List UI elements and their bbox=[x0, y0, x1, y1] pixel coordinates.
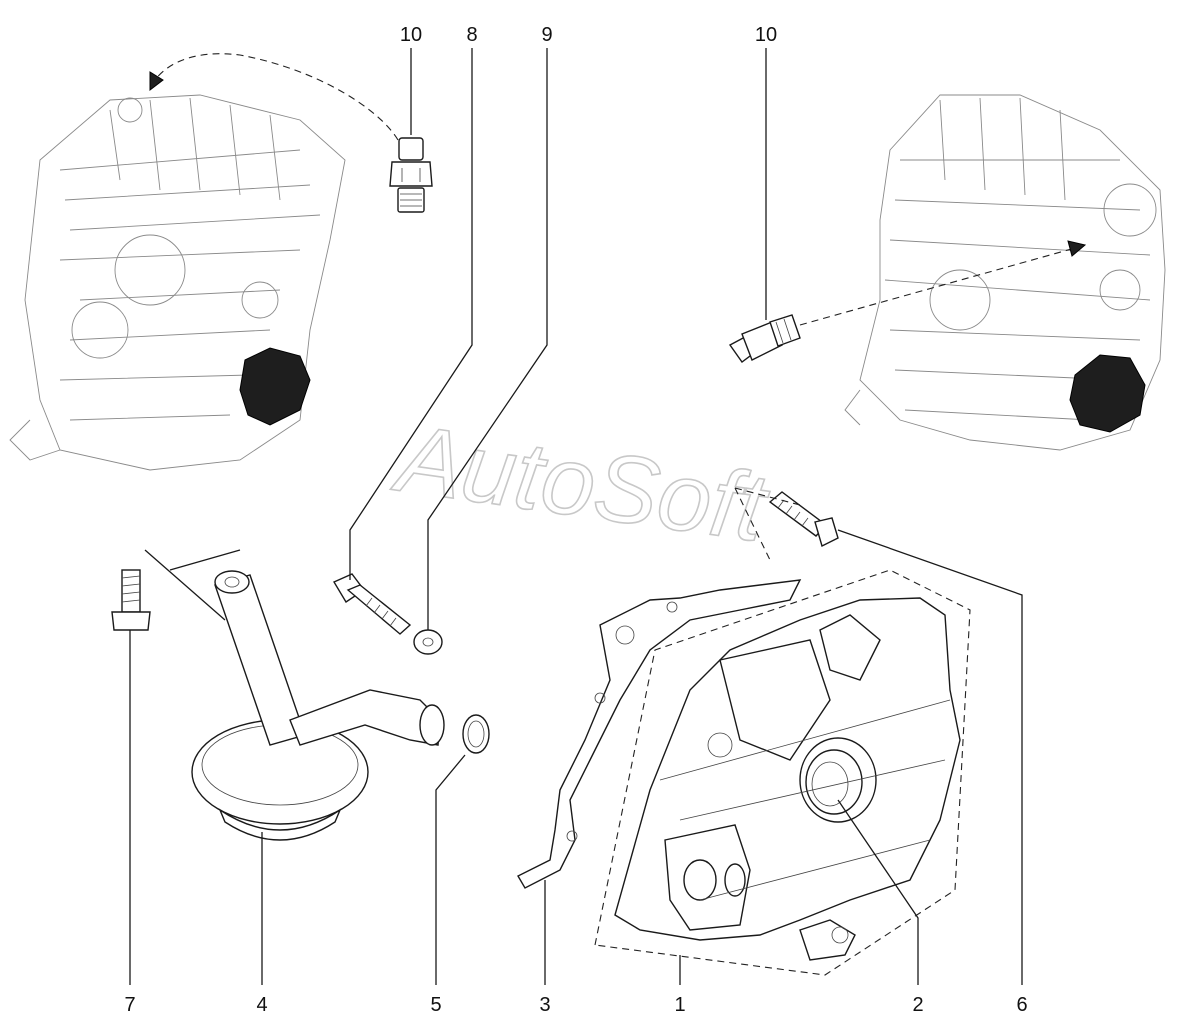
part-4-oil-strainer bbox=[144, 549, 445, 841]
part-6-bolt bbox=[734, 487, 839, 561]
part-7-bolt bbox=[111, 569, 151, 631]
part-10-sensor-right bbox=[728, 314, 801, 363]
callout-9: 9 bbox=[541, 24, 552, 46]
part-10-sensor-top bbox=[389, 137, 433, 213]
callout-4: 4 bbox=[256, 994, 267, 1016]
watermark-text: AutoSoft bbox=[387, 404, 775, 562]
part-9-washer bbox=[413, 629, 443, 655]
engine-right-illustration bbox=[844, 94, 1166, 451]
callout-8: 8 bbox=[466, 24, 477, 46]
part-1-oil-pump-cover bbox=[594, 569, 971, 976]
callout-10-top: 10 bbox=[400, 24, 422, 46]
part-5-o-ring bbox=[462, 714, 490, 754]
callout-7: 7 bbox=[124, 994, 135, 1016]
callout-6: 6 bbox=[1016, 994, 1027, 1016]
callout-10-right: 10 bbox=[755, 24, 777, 46]
arrowhead-left bbox=[149, 71, 164, 92]
callout-5: 5 bbox=[430, 994, 441, 1016]
engine-left-illustration bbox=[9, 94, 346, 471]
callout-2: 2 bbox=[912, 994, 923, 1016]
leader-lines bbox=[129, 48, 1023, 985]
arrow-sensor-to-engine-right bbox=[799, 247, 1076, 326]
arrowhead-right bbox=[1067, 240, 1087, 257]
part-8-bolt bbox=[332, 573, 412, 635]
callout-3: 3 bbox=[539, 994, 550, 1016]
part-3-gasket bbox=[517, 579, 802, 889]
callout-1: 1 bbox=[674, 994, 685, 1016]
arrow-sensor-to-engine-left bbox=[154, 53, 399, 141]
